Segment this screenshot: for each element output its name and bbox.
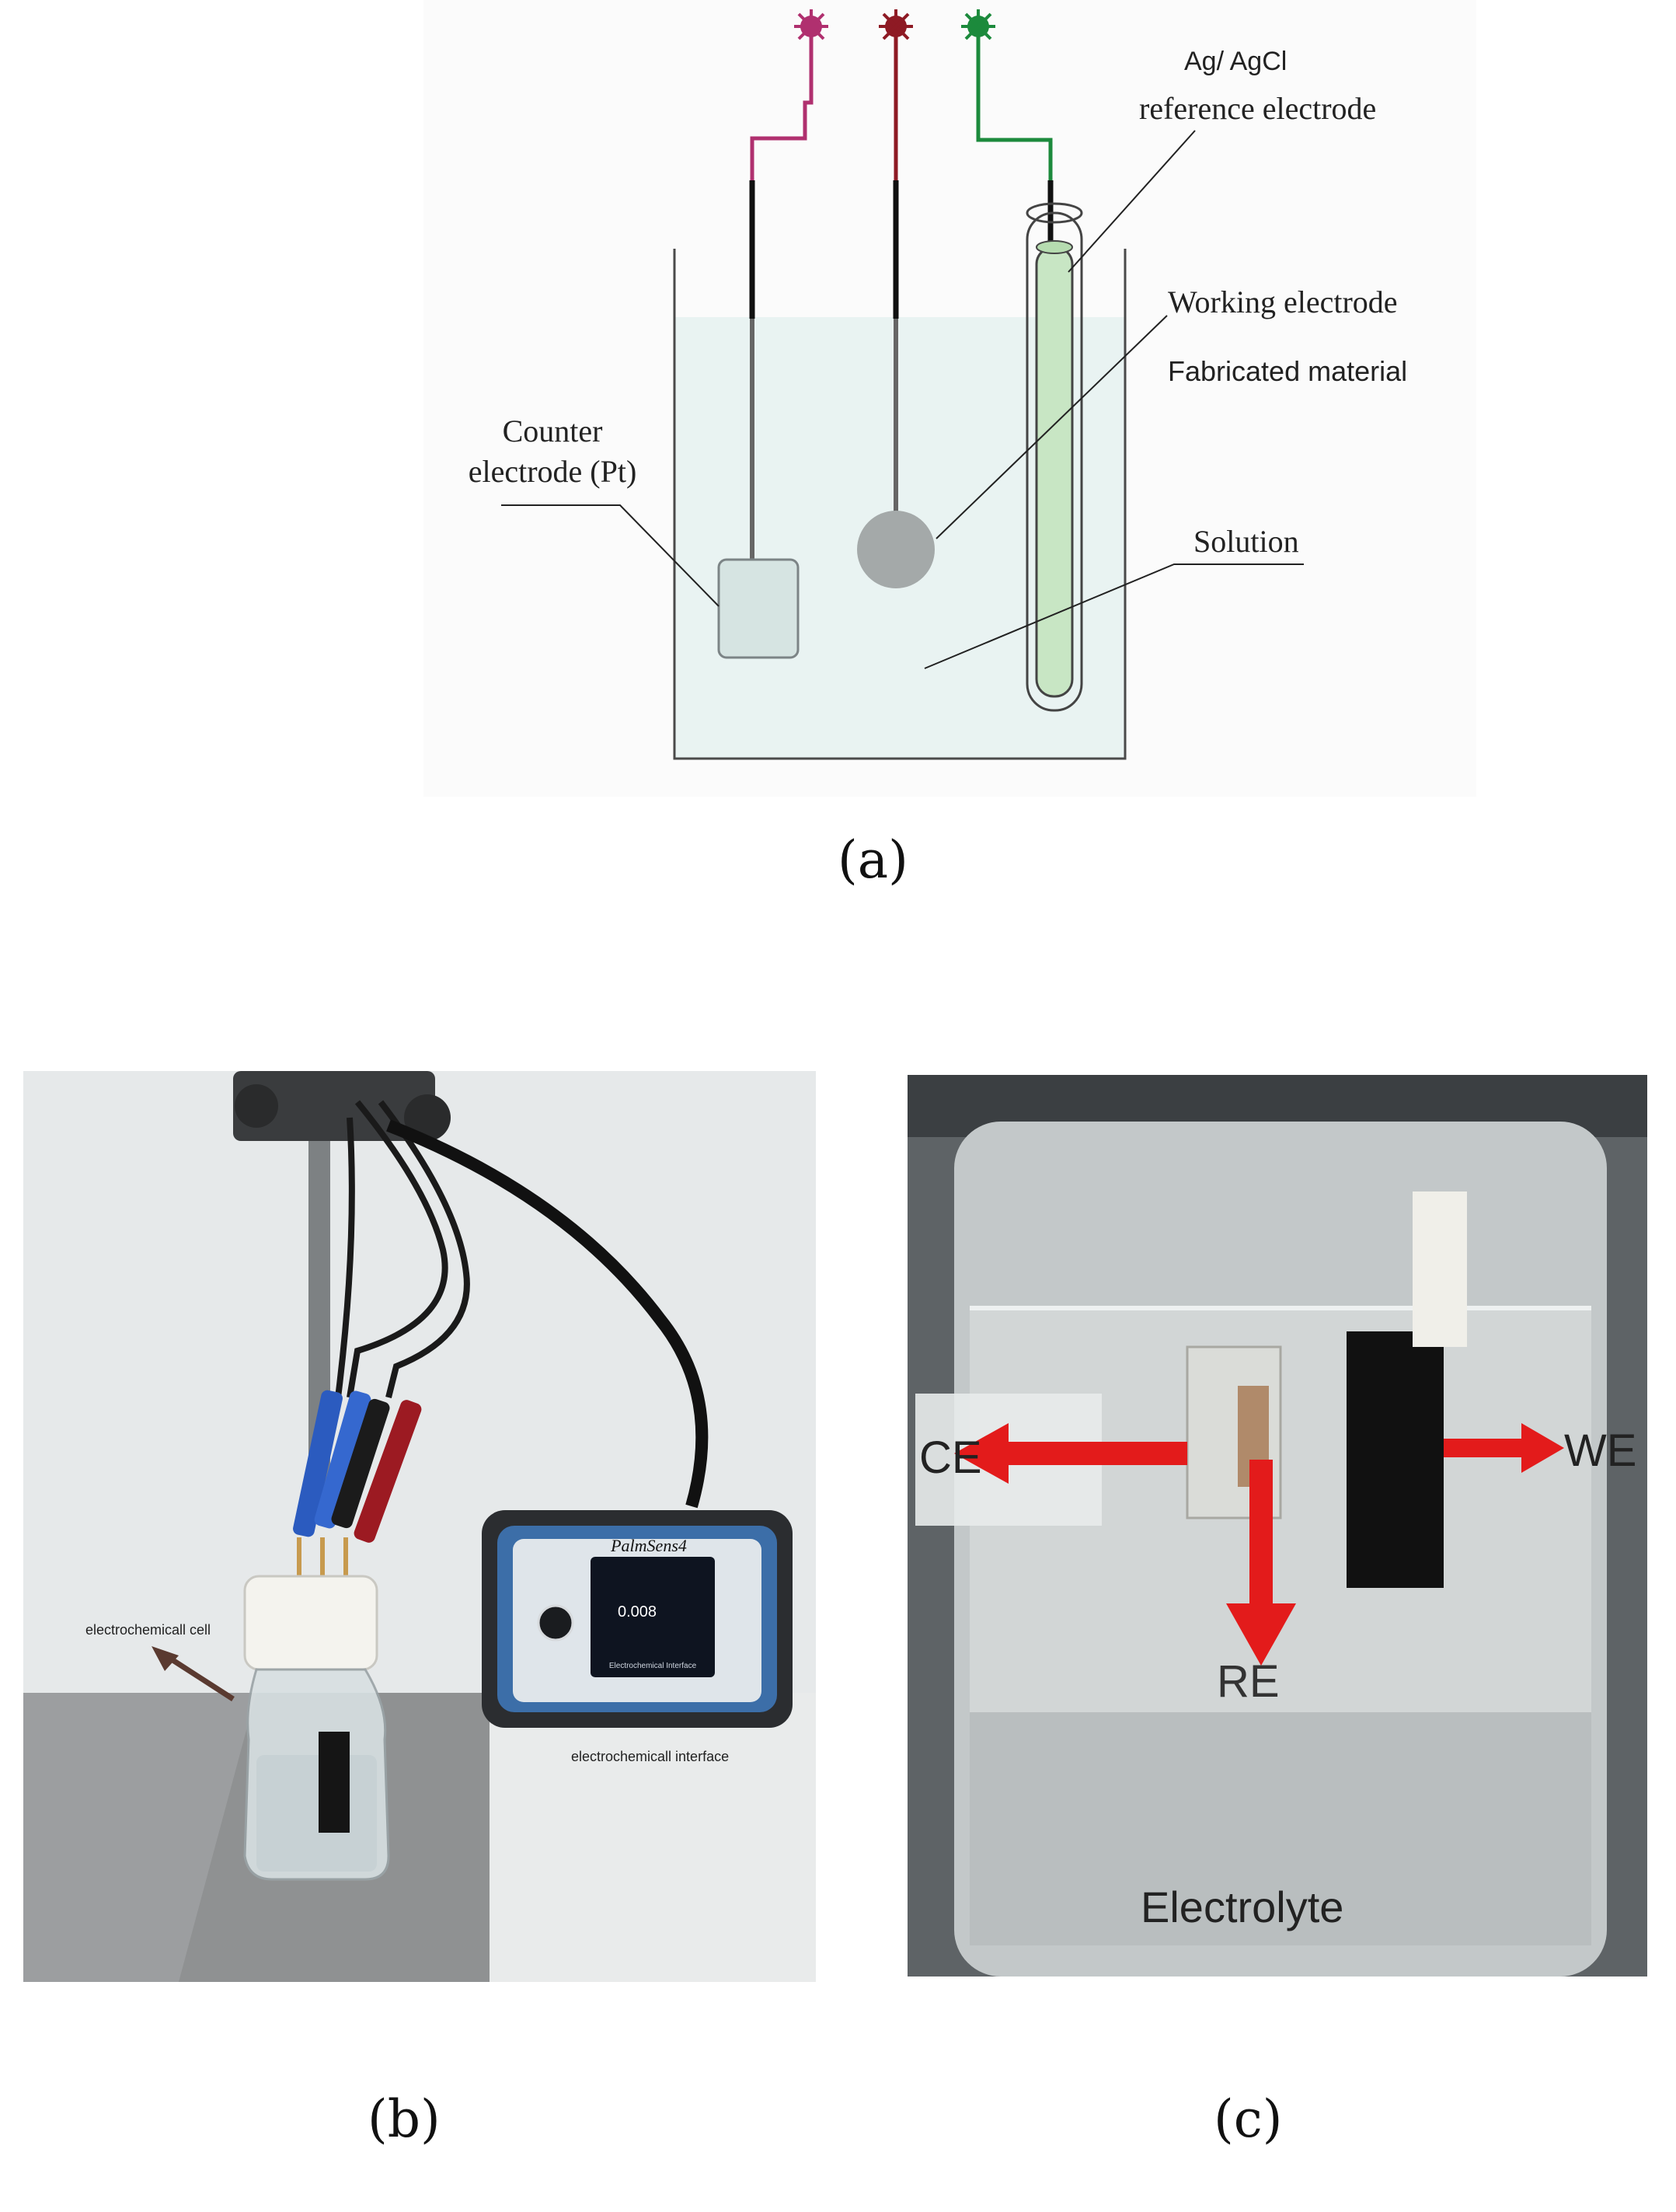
label-ref-line1: Ag/ AgCl [1184,47,1287,76]
red-clip [354,1400,422,1543]
caption-b: (b) [368,2089,441,2149]
label-solution: Solution [1193,524,1299,559]
label-working: Working electrode [1168,284,1398,319]
device-brand: PalmSens4 [610,1536,687,1555]
we-electrode [1347,1331,1444,1588]
leader-counter [501,504,720,607]
we-arrow-icon [1444,1423,1564,1473]
leader-solution [924,563,1304,669]
cell-arrow-icon [152,1646,235,1701]
label-counter-line2: electrode (Pt) [469,454,637,489]
working-disk [857,511,935,588]
counter-electrode [717,28,814,659]
label-we: WE [1564,1425,1636,1476]
blue-clips [293,1390,371,1537]
label-fabricated: Fabricated material [1168,355,1407,387]
main-cable [386,1119,709,1509]
device-reading: 0.008 [618,1603,657,1621]
clamp [233,1071,435,1141]
panel-a-schematic: Ag/ AgCl reference electrode Working ele… [423,0,1476,797]
beaker [673,249,1127,760]
panel-b-photo: electrochemicall cell PalmSens4 0.008 El… [23,1071,816,1982]
label-cell: electrochemicall cell [85,1622,211,1638]
working-electrode [857,28,935,588]
counter-plate [717,558,800,659]
caption-c: (c) [1214,2089,1283,2149]
reference-terminal-icon [961,9,995,44]
reference-inner-tube [1035,246,1074,698]
label-re: RE [1217,1656,1280,1707]
label-interface: electrochemicall interface [571,1749,729,1764]
label-electrolyte: Electrolyte [1141,1882,1343,1931]
panel-c-photo: CE WE RE Electrolyte [908,1075,1647,1976]
caption-a: (a) [838,830,908,890]
label-counter-line1: Counter [503,413,603,448]
electrochemical-cell-bottle [243,1575,390,1881]
device-footer: Electrochemical Interface [609,1662,697,1670]
leader-reference [1068,130,1196,273]
working-terminal-icon [879,9,913,44]
label-ref-line2: reference electrode [1139,91,1376,126]
re-arrow-icon [1226,1460,1296,1666]
counter-terminal-icon [794,9,828,44]
leader-working [936,315,1168,539]
reference-outer-tube [1026,211,1083,712]
reference-electrode [976,28,1083,712]
palmsens-device [482,1510,793,1728]
ce-arrow-icon [954,1423,1187,1484]
black-clip [331,1398,390,1529]
label-ce: CE [919,1432,982,1483]
